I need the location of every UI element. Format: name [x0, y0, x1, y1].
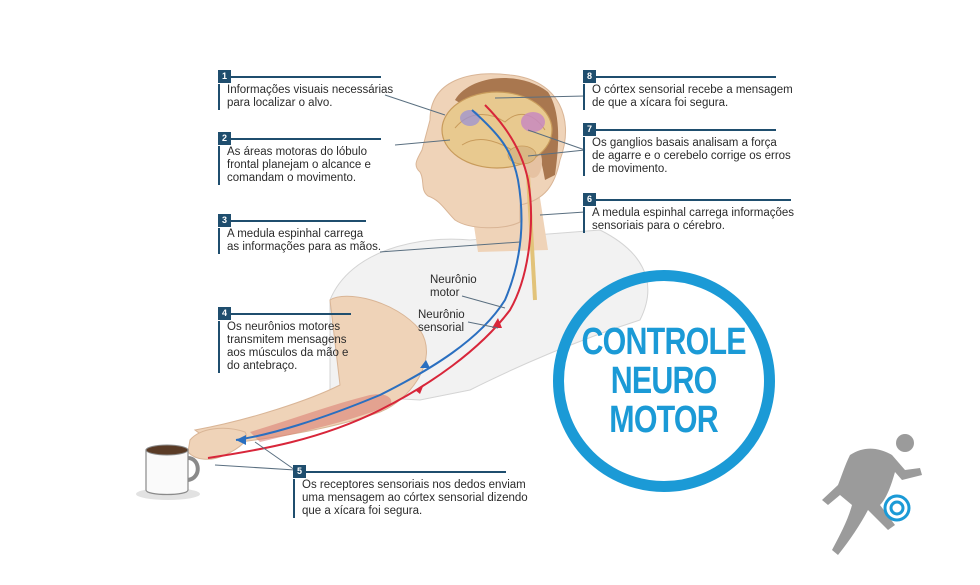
- callout-number: 7: [583, 123, 596, 136]
- callout-number: 1: [218, 70, 231, 83]
- callout-number: 2: [218, 132, 231, 145]
- callout-text: Informações visuais necessárias para loc…: [227, 84, 394, 109]
- callout-number: 6: [583, 193, 596, 206]
- callout-text: A medula espinhal carrega informações se…: [592, 207, 795, 232]
- callout-1: 1 Informações visuais necessárias para l…: [218, 70, 394, 110]
- callout-text: As áreas motoras do lóbulo frontal plane…: [227, 146, 371, 184]
- callout-2: 2 As áreas motoras do lóbulo frontal pla…: [218, 132, 381, 185]
- callout-text: A medula espinhal carrega as informações…: [227, 228, 382, 253]
- coffee-cup-icon: [136, 444, 200, 500]
- sensory-neuron-label: Neurônio sensorial: [418, 309, 465, 334]
- leader-lines: [214, 94, 586, 471]
- callout-number: 3: [218, 214, 231, 227]
- callout-number: 5: [293, 465, 306, 478]
- brain: [441, 91, 553, 169]
- runner-logo-icon: [822, 434, 922, 555]
- motor-arrow: [420, 360, 430, 368]
- callout-6: 6 A medula espinhal carrega informações …: [583, 193, 795, 233]
- callout-text: Os ganglios basais analisam a força de a…: [592, 137, 791, 175]
- motor-arrow: [236, 435, 246, 445]
- callout-7: 7 Os ganglios basais analisam a força de…: [583, 123, 791, 176]
- sensory-arrow: [415, 384, 424, 394]
- callout-4: 4 Os neurônios motores transmitem mensag…: [218, 307, 351, 373]
- callout-text: O córtex sensorial recebe a mensagem de …: [592, 84, 793, 109]
- callout-text: Os neurônios motores transmitem mensagen…: [227, 321, 349, 372]
- motor-neuron-label: Neurônio motor: [430, 274, 477, 299]
- callout-5: 5 Os receptores sensoriais nos dedos env…: [293, 465, 528, 518]
- page-title: CONTROLE NEURO MOTOR: [581, 320, 747, 441]
- callout-8: 8 O córtex sensorial recebe a mensagem d…: [583, 70, 793, 110]
- callout-number: 4: [218, 307, 231, 320]
- callout-number: 8: [583, 70, 596, 83]
- motor-neuron-path: [235, 109, 523, 441]
- callout-text: Os receptores sensoriais nos dedos envia…: [302, 479, 528, 517]
- hand: [187, 427, 247, 460]
- sensory-arrow: [492, 318, 502, 328]
- callout-3: 3 A medula espinhal carrega as informaçõ…: [218, 214, 382, 254]
- title-circle: CONTROLE NEURO MOTOR: [553, 270, 775, 492]
